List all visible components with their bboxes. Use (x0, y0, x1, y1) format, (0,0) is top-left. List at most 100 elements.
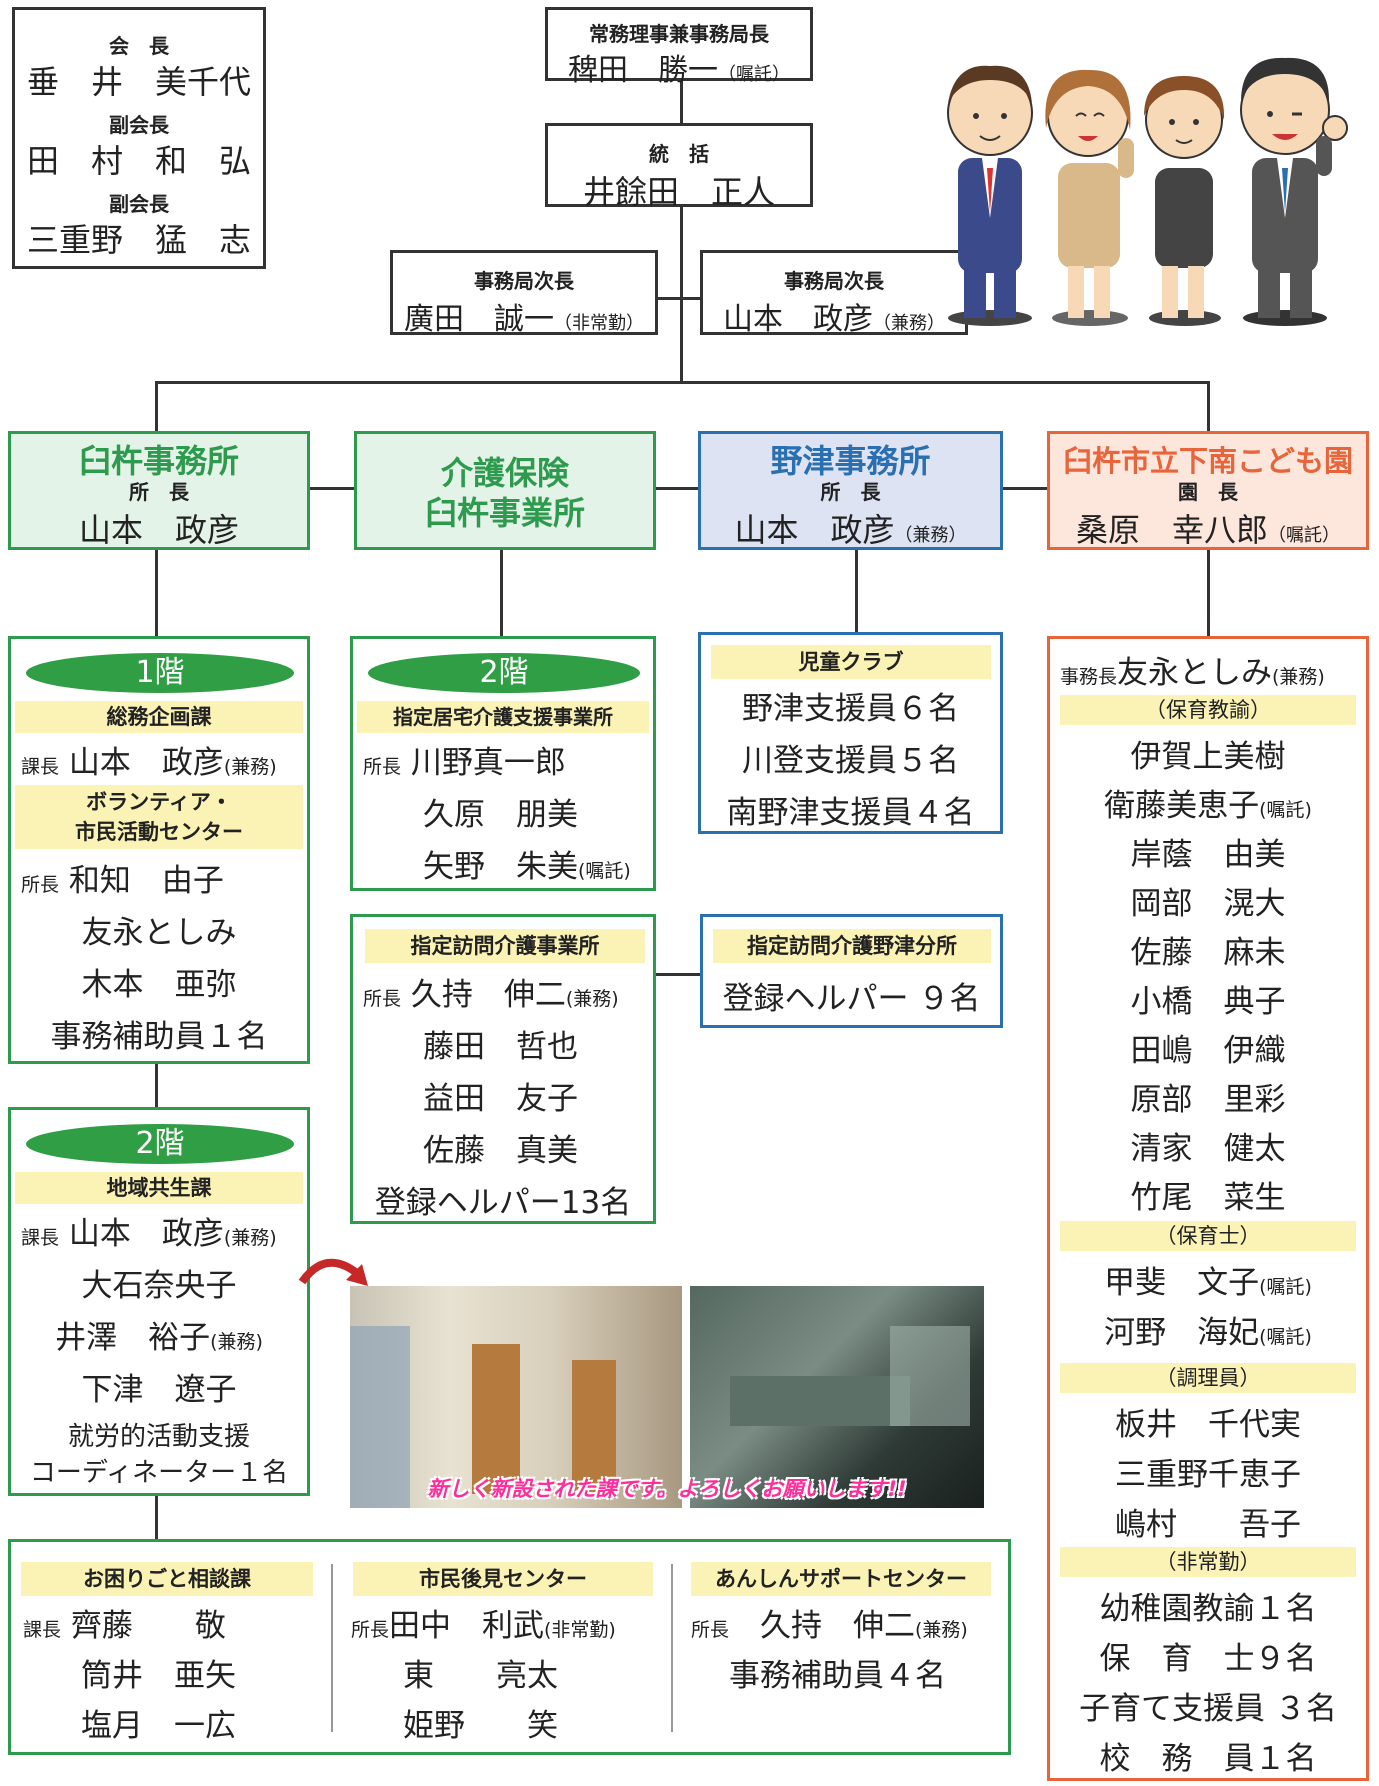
list-item: 益田 友子 (423, 1081, 578, 1117)
list-item: 川登支援員５名 (742, 743, 959, 779)
dept-anshin: あんしんサポートセンター (691, 1562, 991, 1596)
list-item-note: (嘱託) (1259, 1276, 1312, 1298)
kodomoen-title: 臼杵市立下南こども園 (1062, 444, 1353, 478)
kodomoen-role: 園 長 (1178, 480, 1238, 504)
dept-volunteer-line1: ボランティア・ (86, 790, 232, 814)
jimucho-note: (兼務) (1272, 666, 1325, 688)
list-item: 姫野 笑 (403, 1708, 558, 1744)
teacher-name: 岸蔭 由美 (1130, 837, 1286, 873)
list-item: 佐藤 真美 (423, 1133, 578, 1169)
floor2-kaigo-box: 2階 指定居宅介護支援事業所 所長 川野真一郎 久原 朋美 矢野 朱美(嘱託) (350, 636, 656, 891)
c3-head: 久持 伸二 (760, 1608, 916, 1644)
dept-somu: 総務企画課 (15, 701, 303, 733)
photo-office-hallway (350, 1286, 682, 1508)
section-parttime: （非常勤） (1060, 1547, 1356, 1577)
floor1-label: 1階 (26, 653, 294, 693)
dept-chiiki-head: 山本 政彦 (68, 1216, 224, 1252)
deputy2-note: （兼務） (873, 313, 945, 334)
usuki-office-title: 臼杵事務所 (78, 442, 239, 480)
dept-chiiki-note: (兼務) (223, 1227, 277, 1249)
dept-kouken: 市民後見センター (353, 1562, 653, 1596)
teacher-name: 伊賀上美樹 (1130, 739, 1286, 775)
section-nursery: （保育士） (1060, 1221, 1356, 1251)
general-name: 井餘田 正人 (582, 173, 775, 211)
list-item: 竹尾 菜生 (1050, 1172, 1366, 1217)
notsu-office-title: 野津事務所 (770, 442, 931, 480)
photo-office-interior (690, 1286, 984, 1508)
dept-somu-head: 山本 政彦 (68, 745, 224, 781)
dept-chiiki: 地域共生課 (15, 1172, 303, 1204)
list-item-note: (兼務) (210, 1331, 263, 1353)
kaigo-office-title1: 介護保険 (440, 454, 569, 492)
list-item: 事務補助員４名 (729, 1658, 946, 1694)
dept-volunteer-line2: 市民活動センター (75, 820, 243, 844)
notsu-office-head: 山本 政彦 (734, 511, 895, 549)
list-item: 久原 朋美 (423, 797, 578, 833)
list-item: 岡部 滉大 (1050, 878, 1366, 923)
deputy2-name: 山本 政彦 (723, 302, 873, 337)
chair-name: 垂 井 美千代 (26, 63, 251, 101)
teacher-name: 清家 健太 (1130, 1131, 1286, 1167)
director-box: 常務理事兼事務局長 稗田 勝一（嘱託） (545, 7, 813, 88)
curved-arrow-icon (298, 1258, 368, 1286)
dept-volunteer-pre: 所長 (21, 874, 60, 896)
list-item: 小橋 典子 (1050, 976, 1366, 1021)
teacher-name: 竹尾 菜生 (1130, 1180, 1286, 1216)
teacher-name: 田嶋 伊織 (1130, 1033, 1286, 1069)
jido-box: 児童クラブ 野津支援員６名 川登支援員５名 南野津支援員４名 (698, 632, 1003, 834)
list-item: 佐藤 麻未 (1050, 927, 1366, 972)
dept-chiiki-pre: 課長 (21, 1227, 60, 1249)
dept-notsu-branch: 指定訪問介護野津分所 (713, 929, 991, 963)
c1-head: 齊藤 敬 (70, 1608, 226, 1644)
chair-title: 会 長 (109, 34, 169, 58)
notsu-office-box: 野津事務所 所 長 山本 政彦（兼務） (698, 431, 1003, 550)
list-item: 塩月 一広 (81, 1708, 236, 1744)
dept-kyotaku-pre: 所長 (363, 756, 402, 778)
person-icon (1240, 57, 1348, 326)
dept-houmon-note: (兼務) (565, 988, 619, 1010)
teacher-name: 衛藤美恵子 (1104, 788, 1260, 824)
list-item: 伊賀上美樹 (1050, 731, 1366, 776)
vice2-title: 副会長 (109, 192, 169, 216)
list-item: 河野 海妃 (1104, 1315, 1260, 1351)
coordinator-line2: コーディネーター１名 (29, 1458, 289, 1488)
list-item: 野津支援員６名 (742, 691, 959, 727)
vice2-name: 三重野 猛 志 (26, 221, 251, 259)
usuki-office-role: 所 長 (129, 480, 189, 504)
kodomoen-box: 臼杵市立下南こども園 園 長 桑原 幸八郎（嘱託） (1047, 431, 1369, 550)
list-item: 矢野 朱美 (423, 849, 578, 885)
list-item: 井澤 裕子 (55, 1320, 211, 1356)
bottom-box: お困りごと相談課 課長 齊藤 敬 筒井 亜矢 塩月 一広 市民後見センター 所長… (8, 1539, 1011, 1755)
c3-pre: 所長 (691, 1619, 730, 1641)
list-item: 南野津支援員４名 (726, 795, 975, 831)
list-item: 木本 亜弥 (81, 967, 237, 1003)
list-item: 友永としみ (81, 915, 237, 951)
photo-caption: 新しく新設された課です。よろしくお願いします!! (427, 1477, 907, 1501)
dept-houmon-pre: 所長 (363, 988, 402, 1010)
list-item: 岸蔭 由美 (1050, 829, 1366, 874)
director-name: 稗田 勝一 (568, 53, 718, 88)
list-item: 保 育 士９名 (1099, 1641, 1317, 1677)
list-item: 清家 健太 (1050, 1123, 1366, 1168)
dept-kyotaku: 指定居宅介護支援事業所 (357, 701, 649, 733)
floor2-kaigo-label: 2階 (368, 653, 640, 693)
list-item: 甲斐 文子 (1104, 1265, 1260, 1301)
c1-pre: 課長 (23, 1619, 62, 1641)
dept-houmon: 指定訪問介護事業所 (365, 929, 645, 963)
section-cooks: （調理員） (1060, 1363, 1356, 1393)
list-item: 下津 遼子 (81, 1372, 237, 1408)
deputy1-note: （非常勤） (554, 313, 644, 334)
deputy1-name: 廣田 誠一 (404, 302, 554, 337)
c3-note: (兼務) (915, 1619, 968, 1641)
notsu-branch-box: 指定訪問介護野津分所 登録ヘルパー ９名 (700, 914, 1003, 1028)
floor2-left-label: 2階 (26, 1124, 294, 1164)
list-item: 東 亮太 (403, 1658, 558, 1694)
list-item: 原部 里彩 (1050, 1074, 1366, 1119)
list-item: 嶋村 吾子 (1115, 1507, 1301, 1543)
c2-note: (非常勤) (544, 1619, 616, 1641)
kodomoen-head: 桑原 幸八郎 (1075, 511, 1268, 549)
list-item: 筒井 亜矢 (81, 1658, 236, 1694)
general-title: 統 括 (649, 142, 709, 166)
list-item: 藤田 哲也 (423, 1029, 578, 1065)
deputy2-box: 事務局次長 山本 政彦（兼務） (700, 250, 968, 337)
